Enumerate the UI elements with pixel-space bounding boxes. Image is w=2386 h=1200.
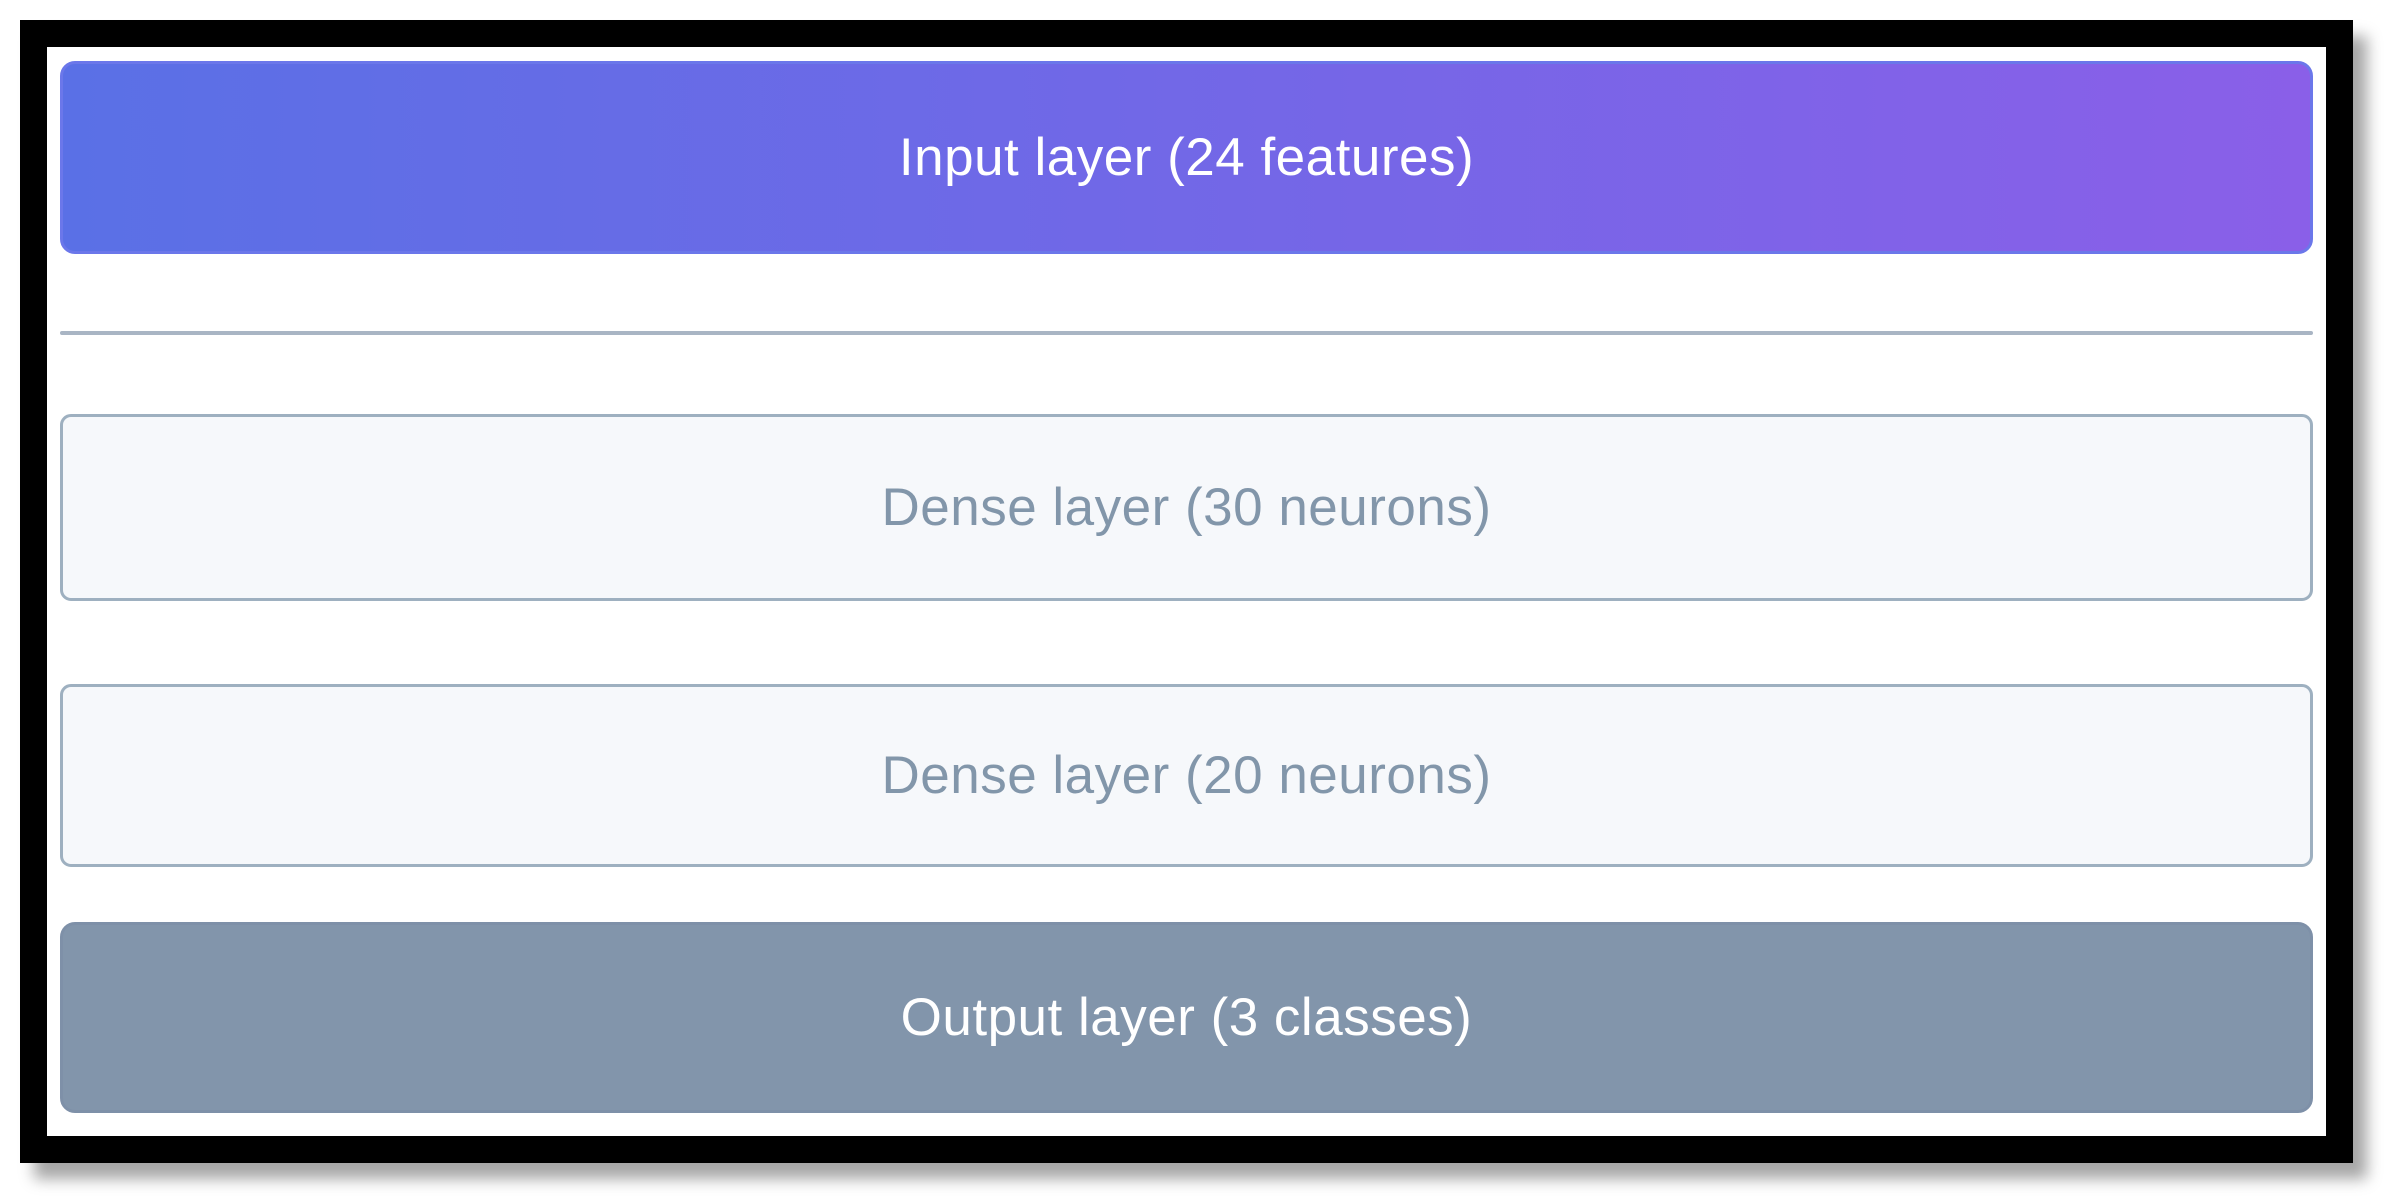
section-divider [60, 331, 2313, 335]
diagram-frame: Input layer (24 features) Dense layer (3… [20, 20, 2353, 1163]
network-architecture-diagram: Input layer (24 features) Dense layer (3… [47, 47, 2326, 1136]
dense-layer-20-label: Dense layer (20 neurons) [881, 746, 1492, 805]
input-layer-label: Input layer (24 features) [898, 128, 1475, 187]
dense-layer-30-label: Dense layer (30 neurons) [881, 478, 1492, 537]
input-layer-box[interactable]: Input layer (24 features) [60, 61, 2313, 254]
output-layer-label: Output layer (3 classes) [900, 988, 1473, 1047]
output-layer-box[interactable]: Output layer (3 classes) [60, 922, 2313, 1113]
dense-layer-20-box[interactable]: Dense layer (20 neurons) [60, 684, 2313, 867]
dense-layer-30-box[interactable]: Dense layer (30 neurons) [60, 414, 2313, 601]
